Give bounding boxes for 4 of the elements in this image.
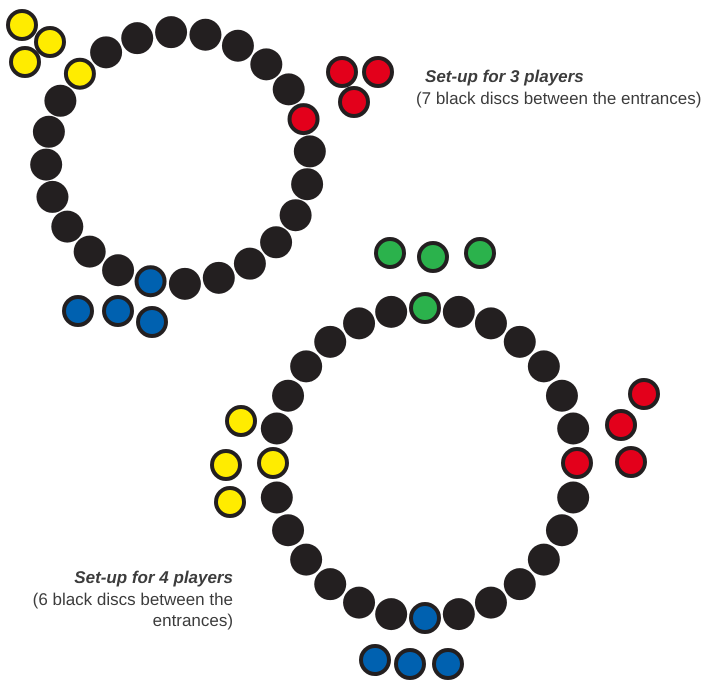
setup-note: (6 black discs between the entrances) — [32, 589, 233, 631]
setup-note: (7 black discs between the entrances) — [416, 88, 702, 109]
setup-heading: Set-up for 3 players — [425, 66, 585, 87]
setup-heading: Set-up for 4 players — [73, 567, 233, 588]
